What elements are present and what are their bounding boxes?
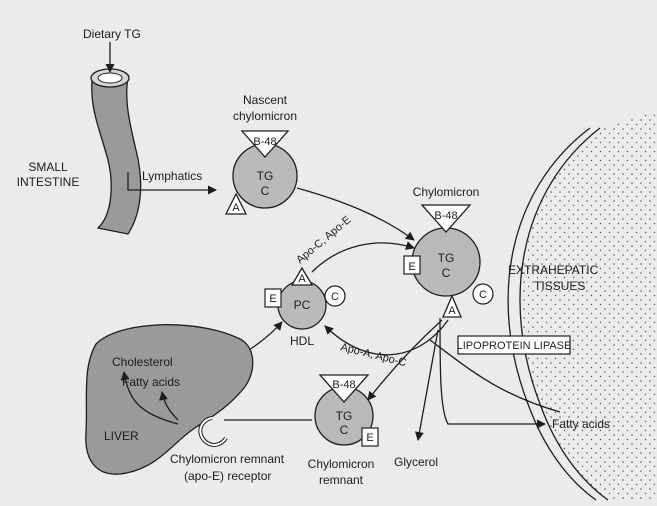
extrahepatic-label-2: TISSUES	[534, 279, 585, 293]
hdl-apo-c-circle	[324, 285, 346, 307]
lymphatics-arrow	[127, 172, 217, 195]
lipoprotein-lipase-box	[457, 335, 571, 355]
remnant-apo-e-text: E	[366, 432, 373, 444]
remnant-apo-b48-text: B-48	[332, 379, 355, 391]
nascent-core-tg: TG	[257, 169, 274, 183]
cholesterol-label: Cholesterol	[112, 355, 173, 369]
chylo-apo-b48-text: B-48	[434, 210, 457, 222]
liver-organ	[85, 324, 254, 475]
apo-a-c-arrow	[324, 319, 449, 356]
apo-a-triangle	[224, 192, 248, 215]
hdl-apo-a	[290, 266, 314, 286]
remnant-core-c: C	[340, 423, 349, 437]
apo-a-c-label: Apo-A, Apo-C	[339, 341, 407, 369]
nascent-chylomicron	[224, 130, 298, 215]
chylo-apo-b48	[420, 204, 472, 233]
hdl-label: HDL	[290, 334, 314, 348]
apo-c-e-arrow	[311, 241, 415, 273]
lymphatics-label: Lymphatics	[142, 169, 202, 183]
extrahepatic-label-1: EXTRAHEPATIC	[508, 263, 599, 277]
liver-to-cholesterol-arrow	[120, 371, 179, 425]
apo-c-e-label: Apo-C, Apo-E	[294, 214, 353, 266]
hdl-apo-a-text: A	[298, 273, 306, 285]
nascent-label-1: Nascent	[243, 93, 288, 107]
nascent-apo-a: A	[232, 202, 240, 214]
remnant-apo-b48	[318, 374, 370, 403]
chylo-apo-a	[442, 294, 462, 318]
chylo-apo-a-text: A	[448, 305, 456, 317]
extrahepatic-tissue	[507, 110, 657, 501]
hdl-apo-e-text: E	[269, 293, 276, 305]
hdl-particle	[264, 266, 346, 330]
remnant-label-1: Chylomicron	[308, 457, 375, 471]
chylomicron-label: Chylomicron	[413, 185, 480, 199]
chylo-apo-c-text: C	[479, 289, 487, 301]
small-intestine	[90, 68, 142, 235]
small-intestine-label-2: INTESTINE	[17, 175, 80, 189]
chylo-core-c: C	[442, 266, 451, 280]
remnant-core-tg: TG	[336, 409, 353, 423]
dietary-tg-label: Dietary TG	[83, 27, 141, 41]
nascent-to-chylomicron-arrow	[296, 187, 415, 241]
remnant-label-2: remnant	[319, 473, 364, 487]
fatty-acids-out-label: Fatty acids	[552, 417, 610, 431]
chylomicron-remnant	[314, 374, 379, 447]
liver-to-fatty-acids-arrow	[159, 391, 179, 421]
hdl-apo-c-text: C	[331, 291, 339, 303]
chylo-apo-e-box	[403, 255, 421, 275]
chylo-apo-c-circle	[472, 283, 494, 305]
chylomicron	[403, 204, 494, 318]
chylo-apo-e-text: E	[408, 261, 415, 273]
hdl-core-pc: PC	[294, 298, 311, 312]
small-intestine-label-1: SMALL	[28, 160, 68, 174]
hdl-apo-e-box	[264, 288, 282, 308]
apo-b48-triangle	[240, 130, 290, 158]
liver-fatty-acids-label: Fatty acids	[122, 375, 180, 389]
remnant-receptor-label-1: Chylomicron remnant	[170, 452, 285, 466]
glycerol-label: Glycerol	[394, 455, 438, 469]
remnant-apo-e-box	[361, 427, 379, 447]
lipoprotein-lipase-label: LIPOPROTEIN LIPASE	[457, 340, 572, 352]
remnant-receptor-label-2: (apo-E) receptor	[184, 469, 271, 483]
nascent-apo-b48: B-48	[253, 136, 276, 148]
liver-label: LIVER	[104, 429, 139, 443]
nascent-label-2: chylomicron	[233, 109, 297, 123]
nascent-core-c: C	[261, 184, 270, 198]
chylo-core-tg: TG	[438, 251, 455, 265]
lipolysis-lines	[367, 317, 561, 441]
